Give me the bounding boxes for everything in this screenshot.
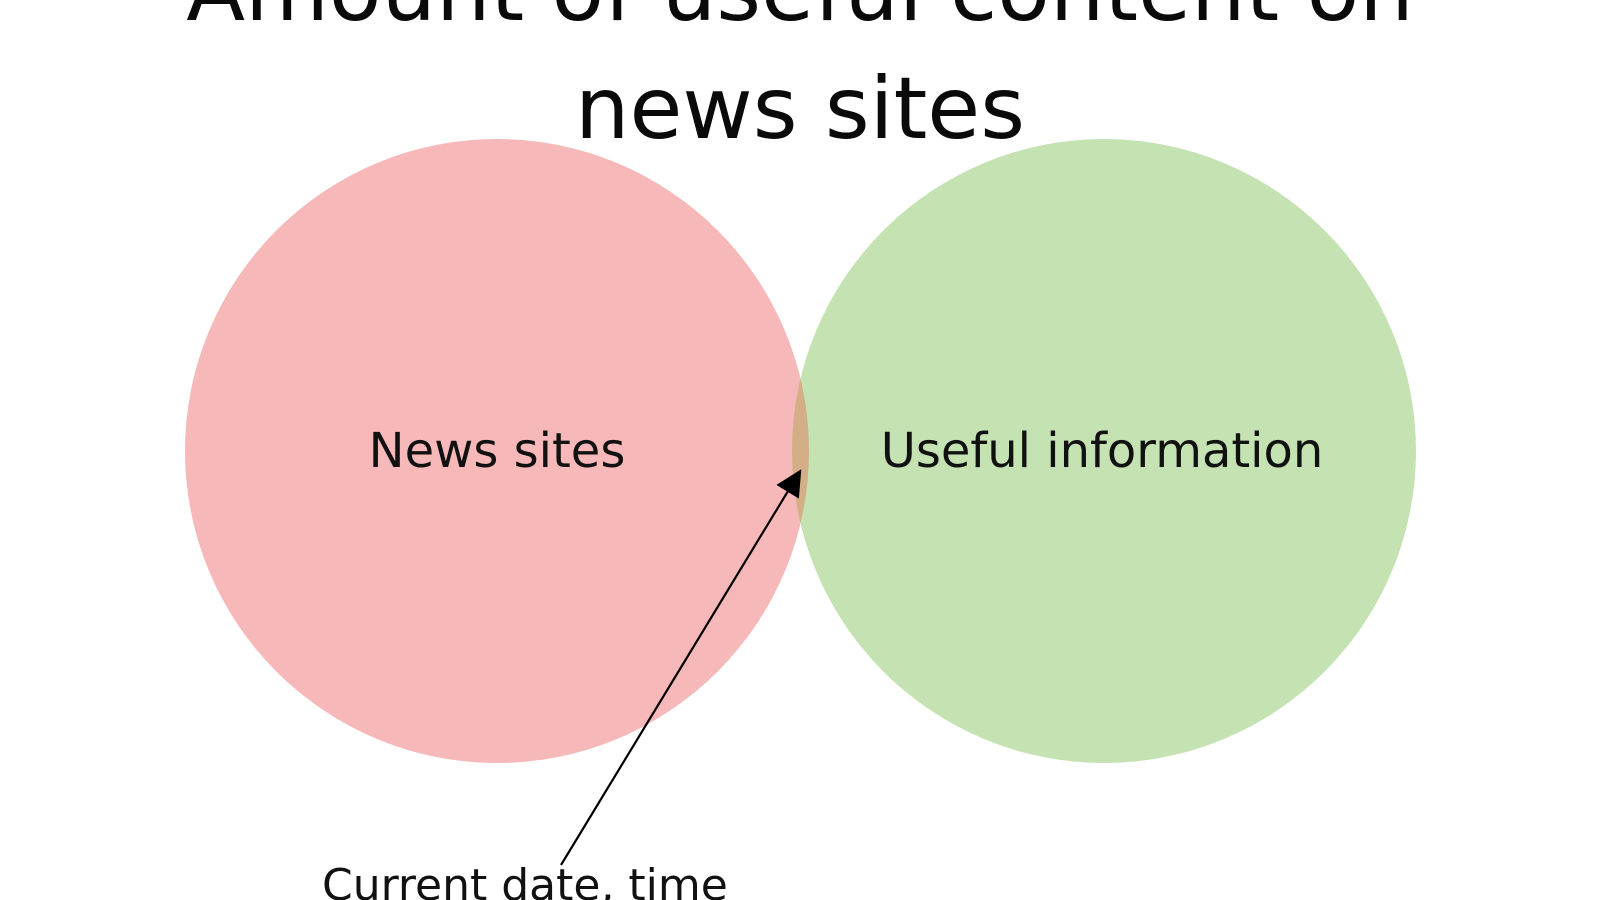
useful-information-circle [792, 139, 1416, 763]
page-title-line-1: Amount of useful content on [0, 0, 1600, 34]
page-title-line-2: news sites [574, 59, 1026, 159]
news-sites-circle [185, 139, 809, 763]
news-sites-label: News sites [368, 423, 626, 479]
useful-information-label: Useful information [880, 423, 1324, 479]
callout-arrow [560, 469, 802, 866]
callout-label: Current date, time [322, 860, 728, 900]
